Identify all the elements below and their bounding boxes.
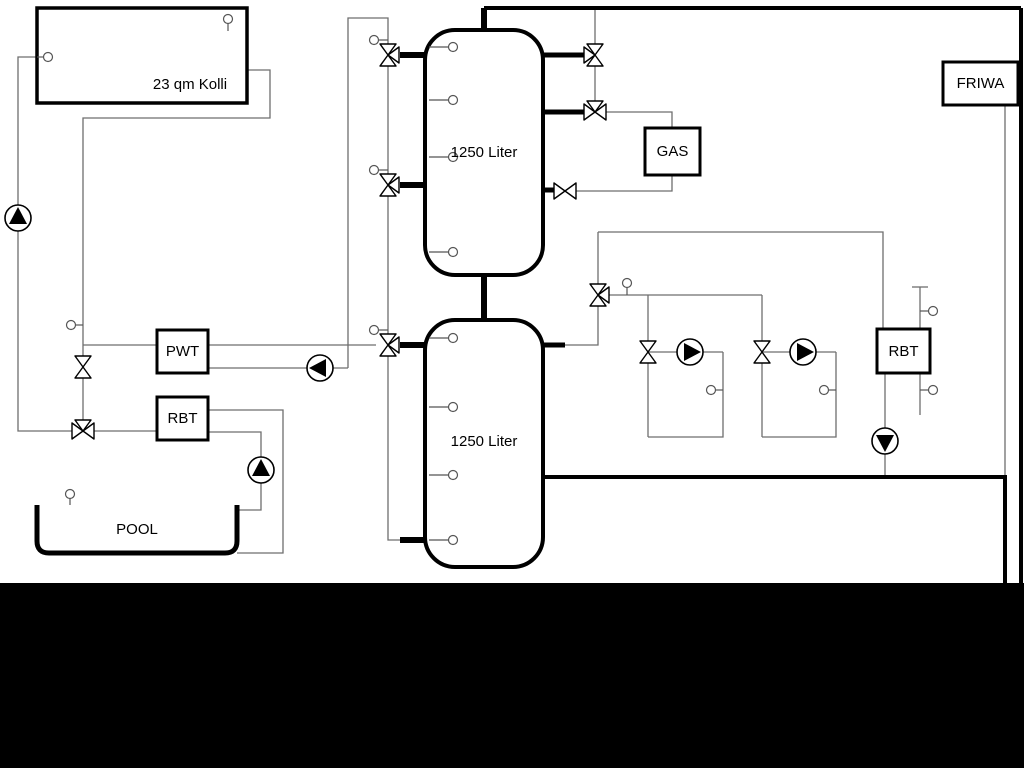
pump-collector <box>4 204 32 232</box>
circuit1-loop <box>648 352 724 438</box>
temp-sensor <box>368 164 388 176</box>
hydraulic-schematic <box>4 6 1023 583</box>
bottom-return-pipe <box>543 475 1007 583</box>
temp-sensor <box>368 34 388 46</box>
temp-sensor <box>368 324 388 336</box>
temp-sensor <box>621 277 633 295</box>
gas-box <box>643 126 702 177</box>
temp-sensor <box>64 488 76 505</box>
pump-circuit2 <box>789 338 817 366</box>
circuit2-loop <box>762 352 837 438</box>
buffer-tank-top <box>423 28 545 277</box>
temp-sensor <box>429 534 459 546</box>
valve-tank1-top-right <box>583 43 604 67</box>
valve-gas-supply <box>583 100 607 121</box>
gas-supply-line <box>606 111 673 128</box>
friwa-box <box>941 60 1020 107</box>
charge-riser-line <box>347 17 389 368</box>
mix-valve-bottom-line <box>565 306 599 346</box>
valve-solar-pwt <box>74 355 92 379</box>
valve-tank1-charge-top <box>379 43 400 67</box>
valve-tank2-charge <box>379 333 400 357</box>
temp-sensor <box>429 41 459 53</box>
pump-charge <box>306 354 334 382</box>
collector-return-line <box>17 56 72 432</box>
rbt-right-box <box>875 327 932 375</box>
pipe-lines <box>400 6 1023 583</box>
temp-sensor <box>920 305 939 317</box>
valve-circuit2 <box>753 340 771 364</box>
pump-rbt-right <box>871 427 899 455</box>
valve-heating-mixer <box>589 283 610 307</box>
temp-sensor <box>920 384 939 396</box>
letterbox-bottom <box>0 583 1024 768</box>
riser-segment-3 <box>387 356 400 541</box>
pump-pool <box>247 456 275 484</box>
valve-solar-rbt <box>71 419 95 440</box>
pool-return-line <box>208 409 284 554</box>
temp-sensor <box>37 51 54 63</box>
temp-sensor <box>429 246 459 258</box>
rbt-left-box <box>155 395 210 442</box>
temp-sensor <box>429 94 459 106</box>
temp-sensor <box>705 384 723 396</box>
temp-sensor <box>429 469 459 481</box>
temp-sensor <box>222 13 234 31</box>
gas-return-line <box>576 175 673 192</box>
temp-sensor <box>429 401 459 413</box>
pwt-box <box>155 328 210 375</box>
collector-supply-line <box>82 69 271 356</box>
buffer-tank-bottom <box>423 318 545 569</box>
temperature-sensors <box>37 13 939 546</box>
collector-box <box>35 6 249 105</box>
valves <box>71 43 771 440</box>
valve-circuit1 <box>639 340 657 364</box>
temp-sensor <box>818 384 836 396</box>
pool-basin <box>34 505 240 556</box>
return-header-line <box>598 231 884 329</box>
vessels <box>34 6 1020 569</box>
pump-circuit1 <box>676 338 704 366</box>
temp-sensor <box>429 332 459 344</box>
temp-sensor <box>429 151 459 163</box>
temp-sensor <box>65 319 83 331</box>
valve-gas-return <box>553 182 577 200</box>
pumps <box>4 204 899 484</box>
valve-tank1-charge-mid <box>379 173 400 197</box>
